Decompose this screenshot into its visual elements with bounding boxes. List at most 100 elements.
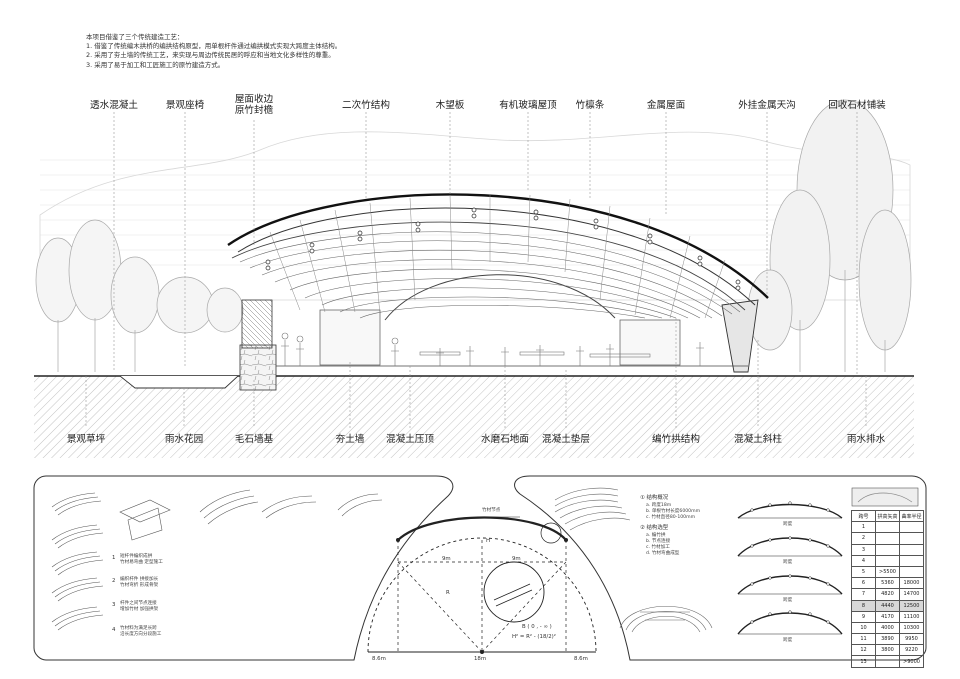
table-cell: 4820 [875, 588, 900, 601]
table-cell: 10300 [899, 621, 924, 635]
span-caption-3: 跨度 [783, 598, 793, 603]
table-cell: 11100 [899, 610, 924, 623]
arch-ribs [269, 194, 726, 319]
notes-2c: c. 竹材加工 [646, 545, 670, 550]
table-cell: 9 [851, 610, 876, 623]
arch-nodes [265, 207, 741, 291]
top-leaders [113, 112, 858, 376]
label-rain-drainage: 雨水排水 [846, 434, 886, 445]
table-cell: 8 [851, 599, 876, 612]
table-cell: 12500 [899, 599, 924, 612]
trees-right [747, 99, 912, 372]
step-4-text: 竹材料为满足长跨 沿长度方向分段施工 [120, 626, 162, 637]
table-cell [875, 554, 900, 567]
step-4-number: 4 [112, 627, 116, 633]
table-cell: >5500 [875, 565, 900, 579]
notes-1b: b. 单根竹材长度6000mm [646, 509, 701, 514]
roof-outer [227, 193, 769, 299]
notes-2a: a. 编竹拱 [646, 533, 666, 538]
weave-sketches [51, 489, 383, 631]
span-caption-4: 跨度 [783, 638, 793, 643]
step-2-text: 编织杆件 拼接加长 竹材弯折 形成骨架 [120, 577, 159, 588]
arch-band-top [231, 221, 746, 311]
label-terrazzo: 水磨石地面 [481, 434, 529, 445]
table-cell [875, 532, 900, 545]
table-cell [899, 565, 924, 579]
table-cell: 2 [851, 532, 876, 545]
site-photo-arch [857, 492, 913, 503]
wall-segment-b [619, 319, 681, 366]
label-woven-arch: 编竹拱结构 [652, 434, 700, 445]
step-3-text: 杆件之间节点连接 增加竹材 加强拱架 [120, 601, 159, 612]
geo-formula-point: B ( 0 , - ∞ ) [522, 624, 552, 630]
table-row: 3 [851, 543, 924, 556]
notes-1a: a. 跨度18m [646, 503, 672, 508]
label-stone-paving: 回收石材铺装 [828, 100, 886, 111]
geo-left-edge: 8.6m [372, 656, 386, 662]
step-3-number: 3 [112, 602, 116, 608]
geometry-dots [396, 538, 568, 654]
table-header: 跨号 [851, 509, 876, 523]
table-row: 1 [851, 521, 924, 534]
table-cell [899, 543, 924, 556]
geo-half-left: 9m [442, 556, 451, 562]
table-cell: 1 [851, 521, 876, 534]
span-caption-2: 跨度 [783, 560, 793, 565]
arch-inner-opening [384, 274, 616, 321]
table-row: 5>5500 [851, 565, 924, 579]
label-metal-roof: 金属屋面 [646, 100, 686, 111]
ground-section [34, 376, 914, 458]
table-cell: 14700 [899, 588, 924, 601]
intro-line-2: 2. 采用了夯土墙的传统工艺，来实现与周边传统民居的呼应和当地文化多样性的尊重。 [86, 51, 335, 60]
panel-right-frame [514, 475, 927, 661]
geometry-diagram [367, 516, 597, 653]
roof-inner [237, 207, 756, 306]
table-cell: 4000 [875, 621, 900, 635]
label-concrete-cushion: 混凝土垫层 [542, 434, 590, 445]
table-cell: 3800 [875, 644, 900, 657]
step-1-number: 1 [112, 555, 116, 561]
label-lawn: 景观草坪 [66, 434, 106, 445]
table-cell: 11 [851, 633, 876, 646]
label-inclined-column: 混凝土斜柱 [734, 434, 782, 445]
notes-heading-2: ② 结构选型 [640, 525, 669, 531]
geo-half-right: 9m [512, 556, 521, 562]
table-cell: 9950 [899, 633, 924, 646]
table-row: 4 [851, 554, 924, 567]
table-header: 曲率半径 [899, 509, 924, 523]
label-concrete-coping: 混凝土压顶 [386, 434, 434, 445]
table-cell [875, 543, 900, 556]
table-cell [875, 521, 900, 534]
table-cell [899, 532, 924, 545]
label-rain-garden: 雨水花园 [164, 434, 204, 445]
table-header: 拱高矢高 [875, 509, 900, 523]
label-landscape-seat: 景观座椅 [165, 100, 205, 111]
rain-garden [119, 375, 239, 389]
span-caption-1: 跨度 [783, 522, 793, 527]
table-cell: 4440 [875, 599, 900, 612]
geo-label-h: H [486, 538, 491, 544]
table-cell: 12 [851, 644, 876, 657]
intro-line-1: 1. 借鉴了传统编木拱桥的编拱结构原型，用单根杆件通过编拱模式实现大跨度主体结构… [86, 42, 342, 51]
site-photo [851, 487, 919, 507]
table-cell [899, 554, 924, 567]
span-diagram-nodes [750, 501, 830, 624]
rammed-earth-wall [241, 299, 273, 349]
table-cell: 18000 [899, 577, 924, 590]
table-cell: 5360 [875, 577, 900, 590]
arch-weave [239, 231, 741, 319]
step-1-text: 短杆件编织成拱 竹材易弯曲 定型施工 [120, 554, 163, 565]
table-header-row: 跨号 拱高矢高 曲率半径 [851, 509, 924, 523]
label-gutter: 外挂金属天沟 [738, 100, 796, 111]
intro-title: 本项目借鉴了三个传统建造工艺： [86, 33, 184, 41]
notes-heading-1: ① 结构概况 [640, 495, 669, 501]
table-cell: 7 [851, 588, 876, 601]
notes-2b: b. 节点连接 [646, 539, 671, 544]
geo-span: 18m [474, 656, 487, 662]
